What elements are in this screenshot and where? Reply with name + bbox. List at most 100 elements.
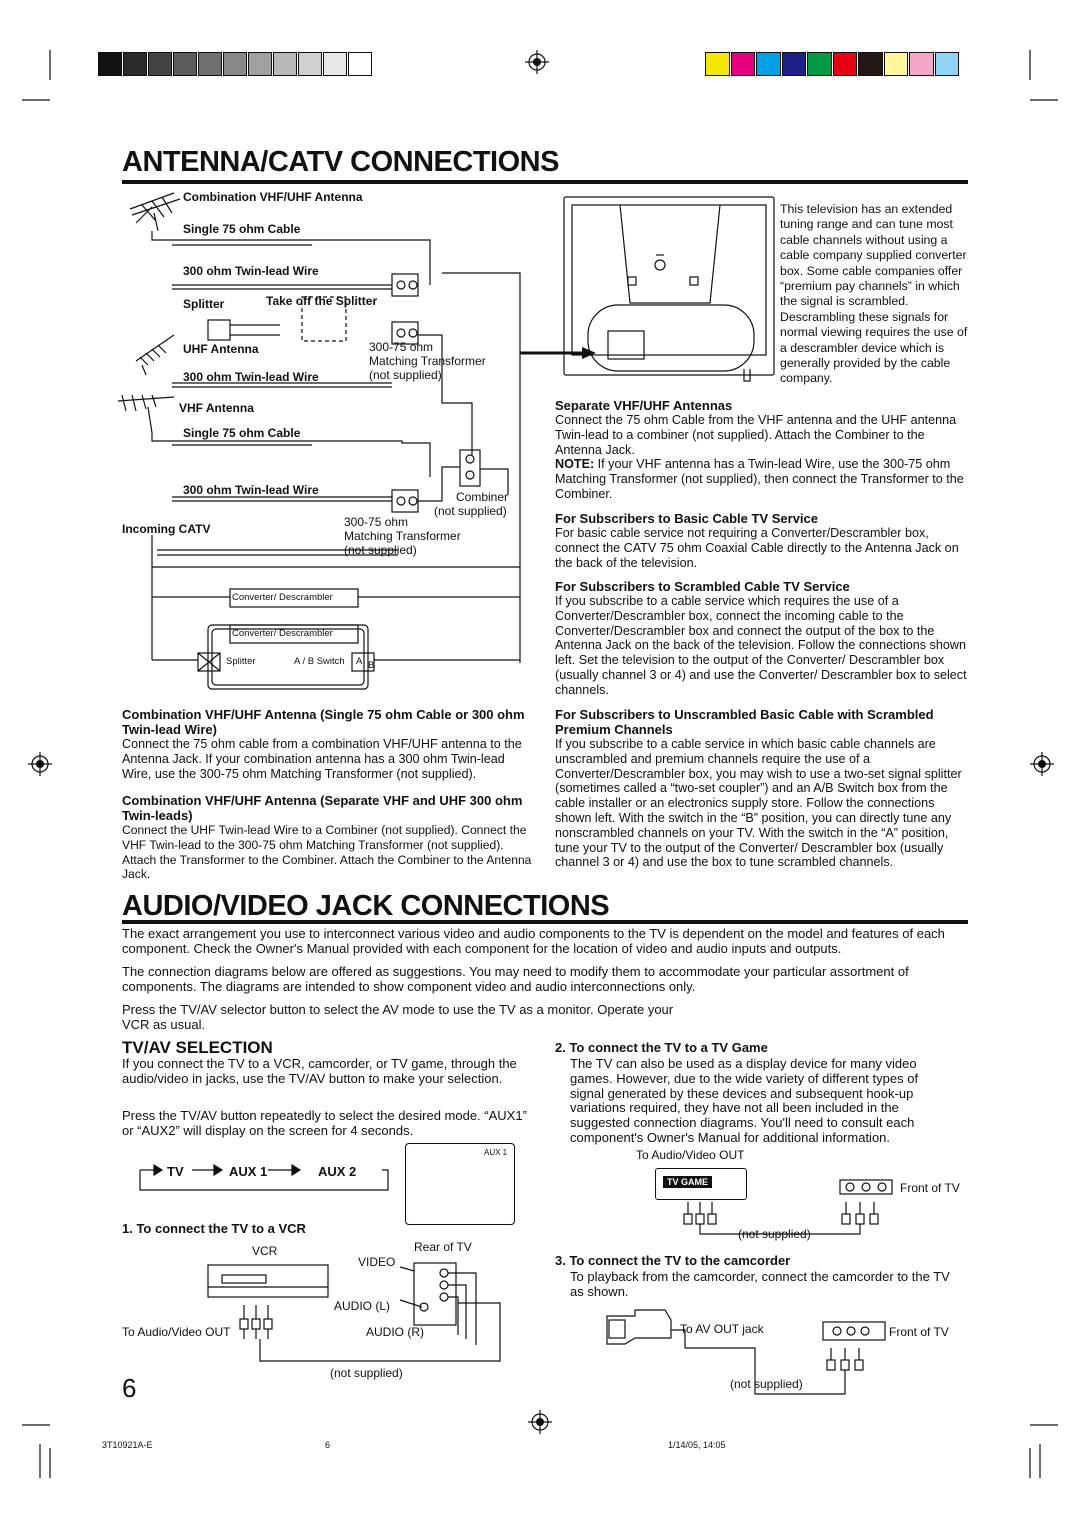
label-incoming-catv: Incoming CATV	[122, 522, 211, 536]
label-matching: Matching Transformer	[369, 354, 486, 368]
label-matching: 300-75 ohm	[369, 340, 434, 354]
av-intro-1: The exact arrangement you use to interco…	[122, 926, 945, 956]
vcr-label: VCR	[252, 1244, 278, 1258]
vcr-heading: 1. To connect the TV to a VCR	[122, 1221, 306, 1236]
game-out-label: To Audio/Video OUT	[636, 1148, 745, 1162]
game-heading: 2. To connect the TV to a TV Game	[555, 1040, 768, 1055]
title-rule	[122, 920, 968, 924]
footer-doc-code: 3T10921A-E	[102, 1440, 153, 1450]
left-section-2: Combination VHF/UHF Antenna (Separate VH…	[122, 793, 534, 882]
note-label: NOTE:	[555, 457, 595, 472]
label-combiner: Combiner	[456, 490, 509, 504]
label-single-cable: Single 75 ohm Cable	[183, 222, 301, 236]
uhf-antenna-icon	[135, 334, 175, 376]
label-single-cable: Single 75 ohm Cable	[183, 426, 301, 440]
label-uhf-antenna: UHF Antenna	[183, 342, 259, 356]
footer-date: 1/14/05, 14:05	[668, 1440, 726, 1450]
cam-out-label: To AV OUT jack	[680, 1322, 764, 1336]
label-not-supplied: (not supplied)	[344, 543, 417, 557]
section-heading: For Subscribers to Unscrambled Basic Cab…	[555, 707, 934, 737]
section-text-main: Connect the 75 ohm Cable from the VHF an…	[555, 413, 957, 457]
label-vhf-antenna: VHF Antenna	[179, 401, 254, 415]
camcorder-icon	[606, 1309, 672, 1345]
label-switch-a: A	[356, 656, 363, 667]
label-combo-antenna: Combination VHF/UHF Antenna	[183, 190, 363, 204]
aux-screen	[405, 1143, 515, 1225]
cam-text: To playback from the camcorder, connect …	[570, 1269, 950, 1299]
game-text: The TV can also be used as a display dev…	[570, 1056, 919, 1145]
right-section-2: For Subscribers to Basic Cable TV Servic…	[555, 511, 970, 570]
section-text: Connect the UHF Twin-lead Wire to a Comb…	[122, 823, 532, 882]
label-splitter: Splitter	[226, 656, 256, 667]
label-ab-switch: A / B Switch	[294, 656, 345, 667]
front-of-tv-label: Front of TV	[889, 1325, 949, 1339]
registration-target-icon	[28, 752, 52, 776]
footer-page: 6	[325, 1440, 331, 1450]
section-text: If you subscribe to a cable service whic…	[555, 594, 967, 697]
label-matching: Matching Transformer	[344, 529, 461, 543]
registration-target-icon	[1030, 752, 1054, 776]
label-take-off: Take off the Splitter	[266, 294, 378, 308]
color-swatch	[730, 52, 755, 76]
label-twin-lead: 300 ohm Twin-lead Wire	[183, 483, 319, 497]
av-section-title: AUDIO/VIDEO JACK CONNECTIONS	[122, 890, 610, 922]
right-section-1: Separate VHF/UHF Antennas Connect the 75…	[555, 398, 970, 502]
left-section-1: Combination VHF/UHF Antenna (Single 75 o…	[122, 707, 534, 781]
label-twin-lead: 300 ohm Twin-lead Wire	[183, 264, 319, 278]
tv-note: This television has an extended tuning r…	[780, 202, 968, 386]
tvav-paragraph-1: If you connect the TV to a VCR, camcorde…	[122, 1056, 517, 1086]
section-heading: Combination VHF/UHF Antenna (Single 75 o…	[122, 707, 525, 737]
label-converter: Converter/ Descrambler	[232, 592, 333, 603]
antenna-section-title: ANTENNA/CATV CONNECTIONS	[122, 146, 559, 178]
combo-antenna-icon	[129, 192, 181, 232]
color-swatch	[248, 52, 272, 76]
aux-screen-label: AUX 1	[484, 1148, 508, 1157]
av-intro-2: The connection diagrams below are offere…	[122, 964, 909, 994]
color-swatch	[273, 52, 297, 76]
cam-heading: 3. To connect the TV to the camcorder	[555, 1253, 791, 1268]
label-matching: 300-75 ohm	[344, 515, 409, 529]
color-swatch	[807, 52, 832, 76]
not-supplied-label: (not supplied)	[330, 1366, 403, 1380]
rear-of-tv-label: Rear of TV	[414, 1240, 472, 1254]
title-rule	[122, 180, 968, 184]
section-text: Connect the 75 ohm Cable from the VHF an…	[555, 413, 970, 502]
cycle-aux2: AUX 2	[318, 1164, 357, 1179]
color-swatch	[858, 52, 883, 76]
label-switch-b: B	[368, 660, 375, 671]
color-swatch	[298, 52, 322, 76]
av-intro-3: Press the TV/AV selector button to selec…	[122, 1002, 674, 1032]
section-heading: Separate VHF/UHF Antennas	[555, 398, 733, 413]
not-supplied-label: (not supplied)	[738, 1227, 811, 1241]
tvav-paragraph-2: Press the TV/AV button repeatedly to sel…	[122, 1108, 527, 1138]
color-swatch	[909, 52, 934, 76]
section-heading: For Subscribers to Scrambled Cable TV Se…	[555, 579, 850, 594]
color-swatch	[148, 52, 172, 76]
tv-game-label: TV GAME	[663, 1176, 713, 1188]
audio-out-label: To Audio/Video OUT	[122, 1325, 231, 1339]
color-swatch	[832, 52, 857, 76]
color-swatch	[223, 52, 247, 76]
label-not-supplied: (not supplied)	[434, 504, 507, 518]
audio-l-label: AUDIO (L)	[334, 1299, 391, 1313]
label-converter: Converter/ Descrambler	[232, 628, 333, 639]
audio-r-label: AUDIO (R)	[366, 1325, 424, 1339]
right-section-4: For Subscribers to Unscrambled Basic Cab…	[555, 707, 970, 870]
section-text: Connect the 75 ohm cable from a combinat…	[122, 737, 522, 781]
color-swatch	[781, 52, 806, 76]
section-heading: For Subscribers to Basic Cable TV Servic…	[555, 511, 818, 526]
color-swatch	[323, 52, 347, 76]
color-swatch	[883, 52, 908, 76]
color-swatch	[348, 52, 372, 76]
page-number: 6	[122, 1373, 137, 1403]
not-supplied-label: (not supplied)	[730, 1377, 803, 1391]
section-text: For basic cable service not requiring a …	[555, 526, 959, 570]
vhf-antenna-icon	[117, 394, 175, 434]
label-splitter: Splitter	[183, 297, 225, 311]
section-text: If you subscribe to a cable service in w…	[555, 737, 962, 870]
color-swatch	[934, 52, 959, 76]
color-swatch	[705, 52, 730, 76]
registration-target-icon	[528, 1410, 552, 1434]
color-swatch	[98, 52, 122, 76]
color-swatch	[198, 52, 222, 76]
